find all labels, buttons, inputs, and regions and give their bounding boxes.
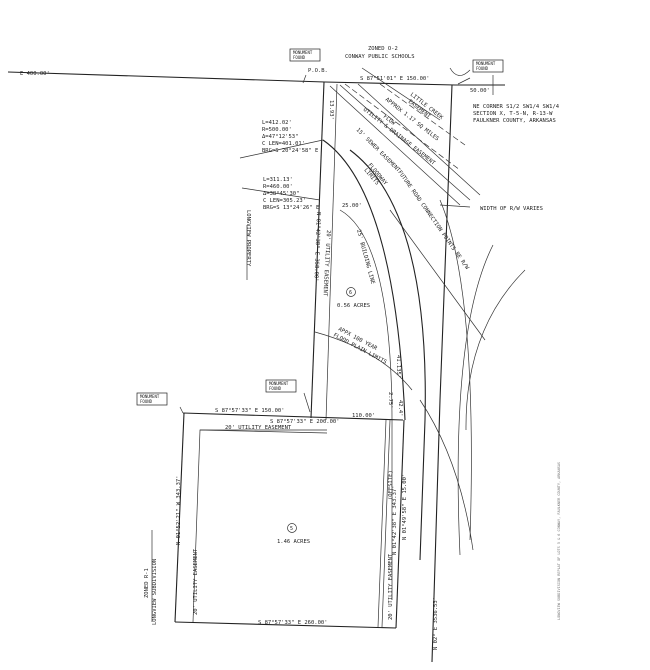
distance-110: 110.00': [352, 413, 375, 419]
curve2-delta: Δ=38°45'30": [263, 191, 299, 197]
creek-line: [449, 67, 471, 76]
flood-plain-line: [314, 331, 413, 391]
building-line-label: 25' BUILDING LINE: [355, 229, 375, 285]
lot5-area: 1.46 ACRES: [277, 539, 310, 545]
distance-1393: 13.93': [328, 100, 334, 120]
curve1-bearing: BRG=S 20°24'58" E: [262, 148, 318, 154]
monument-label: MONUMENT: [269, 381, 289, 386]
lot5-right-utility-easement: 20' UTILITY EASEMENT: [388, 553, 394, 620]
ne-distance: 50.00': [470, 88, 490, 94]
lot5-easement-top: [199, 429, 328, 434]
lot5-east-bearing: N 01°42'38" E 343.37': [392, 485, 398, 555]
right-of-way-arc: [322, 139, 406, 421]
monument-box-top-left: MONUMENT FOUND: [289, 48, 321, 62]
distance-1135: 41.135': [395, 355, 401, 378]
west-distance: E 400.00': [20, 71, 50, 77]
road-arc: [457, 244, 494, 556]
ne-corner-line1: NE CORNER S1/2 SW1/4 SW1/4: [473, 104, 560, 110]
lot6-area: 0.56 ACRES: [337, 303, 370, 309]
monument-label: FOUND: [476, 66, 489, 71]
row-varies-label: WIDTH OF R/W VARIES: [480, 206, 543, 212]
lot6-west-bearing: N 01°42'38" E 358.00': [313, 212, 321, 282]
curve1-length: L=412.02': [262, 120, 292, 126]
easement-diagonal: [329, 85, 461, 206]
pob-label: P.O.B.: [308, 68, 328, 74]
zoned-left-label: ZONED R-1: [144, 568, 150, 598]
monument-box-mid: MONUMENT FOUND: [265, 379, 297, 393]
road-bearing: N 02° E 3536.53': [433, 597, 439, 650]
curve1-radius: R=500.00': [262, 127, 292, 133]
neighbor-top-label: CONWAY PUBLIC SCHOOLS: [345, 54, 415, 60]
distance-25: 25.00': [342, 203, 362, 209]
lot5-east-bearing-2: N 01°49'58" E 15.00': [402, 474, 408, 540]
curve2-radius: R=460.00': [263, 184, 293, 190]
leader-line: [179, 74, 471, 414]
lot5-west-bearing: N 01°52'21" W 343.37': [176, 475, 182, 545]
lot5-number-circle: [287, 523, 297, 533]
monument-box-left: MONUMENT FOUND: [136, 392, 168, 406]
monument-label: MONUMENT: [140, 394, 160, 399]
longview-subdivision-label: LONGVIEW SUBDIVISION: [152, 559, 158, 625]
longview-property-label: LONGVIEW PROPERTY: [245, 210, 251, 267]
lot6-west-line: [310, 81, 325, 419]
curve1-delta: Δ=47°12'53": [262, 134, 298, 140]
ne-corner-line2: SECTION X, T-5-N, R-13-W: [473, 111, 553, 117]
easement-diagonal: [339, 84, 471, 201]
lot5-west-line: [174, 412, 185, 623]
north-boundary-line: [7, 71, 505, 86]
monument-label: MONUMENT: [476, 61, 496, 66]
future-road-label: FUTURE ROAD CONNECTION POINTS BE R/W: [396, 170, 470, 272]
monument-label: MONUMENT: [293, 50, 313, 55]
monument-label: FOUND: [140, 399, 153, 404]
right-of-way-arc: [339, 209, 393, 600]
lot5-south-line: [174, 621, 397, 629]
line-200-bearing: S 87°57'33" E 200.00': [270, 419, 340, 425]
east-boundary-line: [431, 84, 453, 663]
curve2-bearing: BRG=S 13°24'26" E: [263, 205, 319, 211]
lot5-left-utility-easement: 20' UTILITY EASEMENT: [193, 548, 199, 615]
offsite-label: (OFFSITE): [388, 470, 394, 500]
monument-label: FOUND: [293, 55, 306, 60]
road-arc: [439, 199, 472, 541]
zoned-top-label: ZONED O-2: [368, 46, 398, 52]
curve2-chord: C LEN=305.23': [263, 198, 306, 204]
road-arc: [419, 399, 474, 551]
road-arc: [465, 269, 526, 431]
distance-275: 2.75': [387, 392, 393, 409]
side-note: LONGVIEW SUBDIVISION REPLAT OF LOTS 5 & …: [557, 462, 561, 620]
lot5-number: 5: [290, 526, 293, 532]
lot6-utility-easement: 20' UTILITY EASEMENT: [322, 230, 331, 297]
right-of-way-arc: [349, 149, 426, 561]
curve1-chord: C LEN=401.01': [262, 141, 305, 147]
line-150-bearing: S 87°57'33" E 150.00': [215, 408, 285, 414]
monument-label: FOUND: [269, 386, 282, 391]
creek-line: [361, 67, 441, 121]
lot5-north-line: [182, 412, 404, 421]
monument-box-top-right: MONUMENT FOUND: [472, 59, 504, 73]
lot5-top-easement: 20' UTILITY EASEMENT: [225, 425, 292, 431]
future-road-line: [389, 209, 486, 341]
distance-424: 42.4': [397, 400, 403, 417]
curve2-length: L=311.13': [263, 177, 293, 183]
easement-diagonal: [344, 83, 461, 171]
lot5-south-bearing: S 87°57'33" E 260.00': [258, 620, 328, 626]
ne-corner-line3: FAULKNER COUNTY, ARKANSAS: [473, 118, 556, 124]
lot6-number-circle: [346, 287, 356, 297]
lot6-number: 6: [349, 290, 352, 296]
west-easement-line: [325, 83, 338, 421]
lot5-east-line: [395, 419, 405, 629]
north-line-bearing: S 87°51'01" E 150.00': [360, 76, 430, 82]
